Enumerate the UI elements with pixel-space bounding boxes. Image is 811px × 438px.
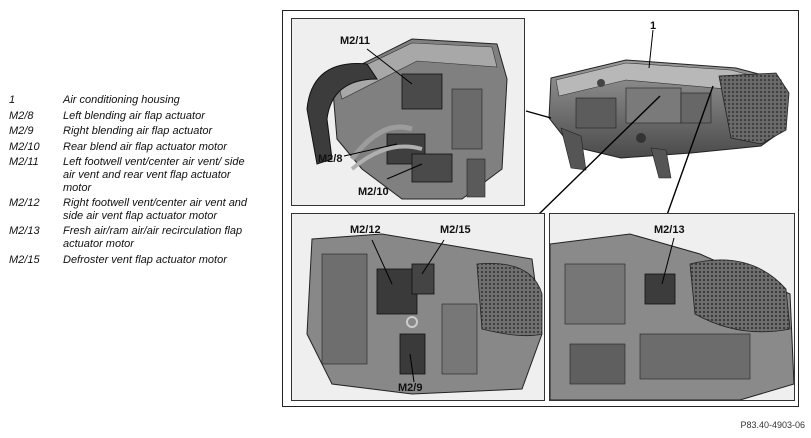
legend-item: 1 Air conditioning housing [9, 94, 269, 107]
leader-line [648, 29, 654, 69]
legend-item: M2/11 Left footwell vent/center air vent… [9, 156, 269, 194]
callout-m2-12: M2/12 [350, 224, 381, 236]
callout-m2-11: M2/11 [340, 35, 370, 47]
legend-description: Air conditioning housing [63, 94, 180, 106]
callout-1: 1 [650, 20, 657, 32]
legend-description: Right blending air flap actuator [63, 125, 213, 138]
legend-code: M2/13 [9, 225, 40, 238]
legend-item: M2/15 Defroster vent flap actuator motor [9, 254, 269, 267]
ac-housing-drawing [548, 29, 790, 179]
legend-item: M2/10 Rear blend air flap actuator motor [9, 141, 269, 154]
legend-item: M2/13 Fresh air/ram air/air recirculatio… [9, 225, 269, 250]
legend-code: M2/11 [9, 156, 39, 169]
legend-item: M2/9 Right blending air flap actuator [9, 125, 269, 138]
legend-description: Left blending air flap actuator [63, 109, 205, 122]
inset-recirculation-actuator: M2/13 [549, 213, 795, 401]
legend-description: Left footwell vent/center air vent/ side… [63, 156, 245, 194]
legend-code: M2/9 [9, 125, 34, 138]
callout-m2-9: M2/9 [398, 382, 423, 394]
recirculation-actuator-drawing [550, 214, 794, 400]
legend-code: M2/8 [9, 109, 34, 122]
inset-right-actuators: M2/12 M2/15 M2/9 [291, 213, 545, 401]
legend-description: Rear blend air flap actuator motor [63, 140, 227, 153]
legend-code: 1 [9, 94, 16, 106]
legend-item: M2/8 Left blending air flap actuator [9, 110, 269, 123]
callout-m2-10: M2/10 [358, 186, 389, 198]
callout-m2-13: M2/13 [654, 224, 685, 236]
legend-description: Defroster vent flap actuator motor [63, 253, 227, 266]
legend-code: M2/15 [9, 253, 40, 266]
left-actuators-drawing [292, 19, 524, 205]
callout-m2-8: M2/8 [318, 153, 343, 165]
callout-m2-15: M2/15 [440, 224, 471, 236]
legend-code: M2/12 [9, 197, 40, 210]
legend-description: Right footwell vent/center air vent and … [63, 197, 248, 222]
ac-housing-overview: 1 [531, 18, 795, 206]
legend-code: M2/10 [9, 140, 40, 153]
inset-left-actuators: M2/11 M2/8 M2/10 [291, 18, 525, 206]
component-legend: 1 Air conditioning housing M2/8 Left ble… [9, 94, 269, 269]
diagram-frame: 1 M2/11 M2/8 [282, 10, 799, 407]
legend-item: M2/12 Right footwell vent/center air ven… [9, 197, 269, 222]
right-actuators-drawing [292, 214, 544, 400]
legend-description: Fresh air/ram air/air recirculation flap… [63, 225, 243, 250]
reference-code: P83.40-4903-06 [740, 420, 805, 430]
